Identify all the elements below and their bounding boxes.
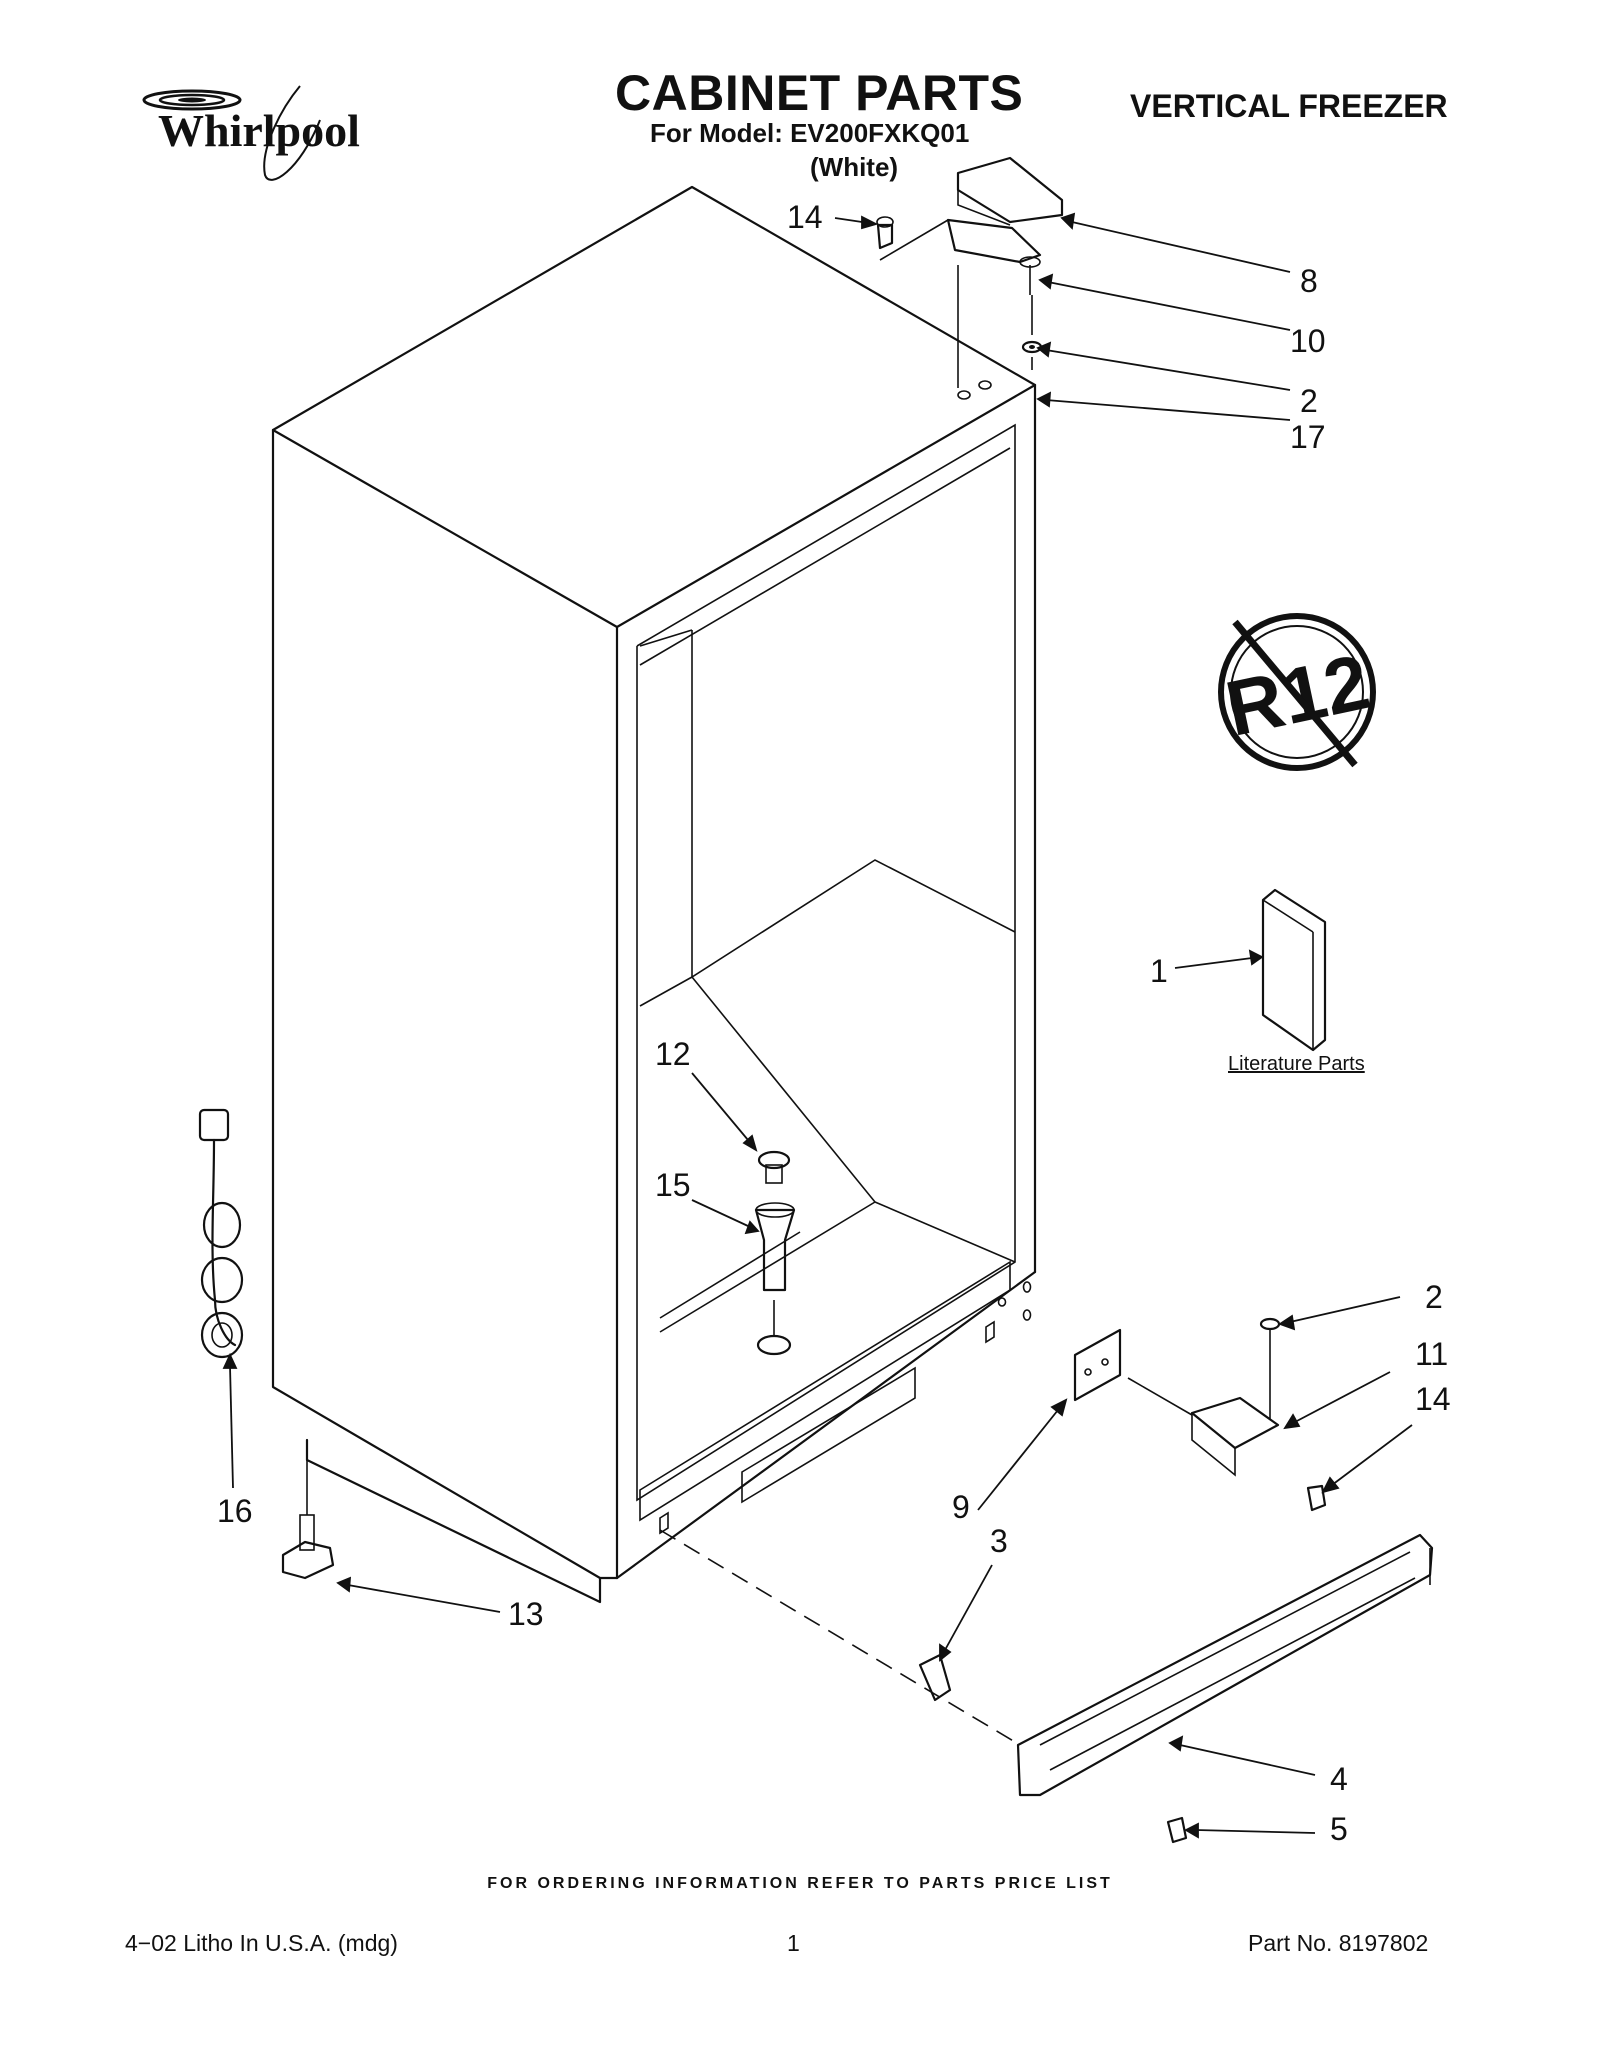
callout-8: 8	[1300, 263, 1318, 299]
callout-14-bottom: 14	[1415, 1381, 1451, 1417]
callout-15: 15	[655, 1167, 691, 1203]
callout-9: 9	[952, 1489, 970, 1525]
no-r12-badge: R12	[1218, 613, 1377, 771]
callout-16: 16	[217, 1493, 253, 1529]
power-cord	[198, 1108, 244, 1359]
appliance-type: VERTICAL FREEZER	[1130, 88, 1448, 124]
callout-1: 1	[1150, 953, 1168, 989]
callout-12: 12	[655, 1036, 691, 1072]
ordering-note: FOR ORDERING INFORMATION REFER TO PARTS …	[487, 1875, 1113, 1892]
callout-14-top: 14	[787, 199, 823, 235]
callout-2-bottom: 2	[1425, 1279, 1443, 1315]
part-number: Part No. 8197802	[1248, 1930, 1429, 1956]
callout-4: 4	[1330, 1761, 1348, 1797]
callout-17: 17	[1290, 419, 1326, 455]
callout-13: 13	[508, 1596, 544, 1632]
leveling-leg	[281, 1460, 335, 1580]
model-number: For Model: EV200FXKQ01	[650, 118, 970, 148]
literature-parts-label: Literature Parts	[1228, 1053, 1365, 1075]
model-color: (White)	[810, 152, 899, 182]
page-title: CABINET PARTS	[615, 65, 1024, 121]
logo-wordmark: Whirlpool	[158, 105, 360, 156]
toe-grille-assembly	[659, 1529, 1434, 1844]
top-hinge-assembly	[876, 156, 1064, 388]
callout-3: 3	[990, 1523, 1008, 1559]
litho-info: 4−02 Litho In U.S.A. (mdg)	[125, 1930, 398, 1956]
page-number: 1	[787, 1930, 800, 1956]
drain-assembly	[754, 1150, 796, 1356]
callout-5: 5	[1330, 1811, 1348, 1847]
bottom-hinge-assembly	[1073, 1317, 1327, 1512]
literature-parts-booklet: Literature Parts	[1228, 888, 1365, 1075]
callout-10: 10	[1290, 323, 1326, 359]
leader-lines	[222, 212, 1413, 1839]
cabinet-body	[271, 185, 1037, 1604]
callout-numbers: 14 8 10 2 17 1 12 15 16 13 9 3 2 11 14 4…	[217, 199, 1451, 1847]
whirlpool-logo: Whirlpool	[142, 85, 360, 181]
callout-2-top: 2	[1300, 383, 1318, 419]
callout-11: 11	[1415, 1336, 1448, 1372]
